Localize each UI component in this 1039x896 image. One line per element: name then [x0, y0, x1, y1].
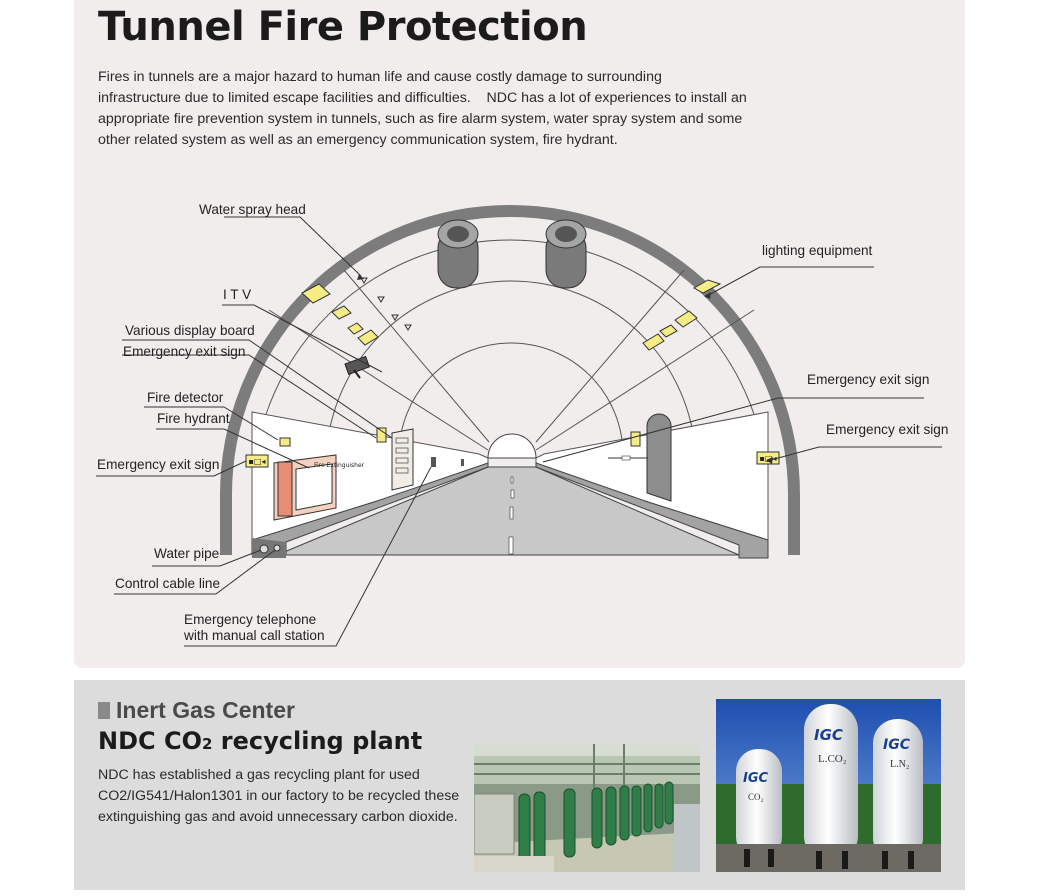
label-itv: I T V — [223, 287, 252, 302]
lighting-fixture — [347, 322, 364, 335]
title-prefix: NDC CO — [98, 727, 202, 755]
fire-detector — [279, 437, 291, 447]
label-water-spray-head: Water spray head — [199, 202, 306, 217]
section-title: NDC CO2 recycling plant — [98, 727, 422, 755]
label-telephone-line1: Emergency telephone — [184, 612, 317, 627]
tunnel-outer-arch — [220, 205, 800, 555]
page-title: Tunnel Fire Protection — [98, 4, 588, 50]
tank-label-3: L.N₂ — [890, 759, 910, 770]
intro-paragraph: Fires in tunnels are a major hazard to h… — [98, 69, 747, 148]
section-kicker: Inert Gas Center — [98, 697, 295, 724]
kicker-text: Inert Gas Center — [116, 697, 295, 723]
right-walkway — [535, 462, 769, 559]
spray-head — [391, 314, 399, 321]
label-exit-sign-left-lower: Emergency exit sign — [97, 457, 220, 472]
lighting-fixture — [659, 324, 678, 338]
tunnel-portal — [487, 433, 537, 459]
exit-sign-left: ▪□◂ — [245, 454, 269, 468]
lighting-fixture — [674, 310, 698, 328]
itv-camera — [344, 355, 371, 379]
title-suffix: recycling plant — [212, 727, 423, 755]
tunnel-diagram: ▪□◂ ▪□◂ Fire Extinguisher — [96, 205, 942, 647]
lighting-fixture — [642, 333, 665, 351]
jet-fan-right — [545, 219, 587, 289]
control-cable — [273, 544, 281, 552]
fire-hydrant-cabinet: Fire Extinguisher — [273, 454, 365, 521]
tunnel-inner-arc-1 — [251, 239, 769, 540]
svg-text:Fire Extinguisher: Fire Extinguisher — [314, 462, 365, 469]
label-telephone-line2: with manual call station — [184, 628, 325, 643]
tunnel-section-panel — [74, 0, 965, 668]
lighting-fixture — [301, 283, 331, 304]
igc-tanks-photo: IGC IGC IGC CO₂ L.CO₂ L.N₂ — [716, 699, 941, 872]
display-board — [391, 428, 414, 491]
label-water-pipe: Water pipe — [154, 546, 220, 561]
water-pipe — [259, 544, 269, 554]
emergency-exit-door — [646, 413, 672, 502]
tunnel-inner-arc-3 — [398, 342, 624, 456]
label-fire-detector: Fire detector — [147, 390, 224, 405]
tank-label-2: L.CO₂ — [818, 753, 847, 765]
label-fire-hydrant: Fire hydrant — [157, 411, 230, 426]
tank-label-1: CO₂ — [748, 792, 764, 802]
section-body: NDC has established a gas recycling plan… — [98, 767, 460, 825]
jet-fan-left — [437, 219, 479, 289]
tank-logo-3: IGC — [883, 737, 910, 753]
kicker-square-icon — [98, 702, 110, 719]
tunnel-inner-arc-2 — [325, 280, 697, 467]
title-subscript: 2 — [202, 735, 213, 753]
label-control-cable: Control cable line — [115, 576, 221, 591]
label-exit-sign-left-upper: Emergency exit sign — [123, 344, 246, 359]
spray-head — [360, 277, 368, 284]
exit-sign-right: ▪□◂ — [756, 451, 780, 465]
spray-head — [404, 324, 412, 331]
label-display-board: Various display board — [125, 323, 255, 338]
label-lighting-equipment: lighting equipment — [762, 243, 873, 258]
lighting-fixture — [357, 329, 379, 346]
svg-text:▪□◂: ▪□◂ — [249, 457, 266, 466]
tank-logo-1: IGC — [743, 771, 769, 786]
recycling-room-photo — [474, 744, 700, 872]
label-exit-sign-right-upper: Emergency exit sign — [807, 372, 930, 387]
label-exit-sign-right-lower: Emergency exit sign — [826, 422, 949, 437]
svg-text:▪□◂: ▪□◂ — [760, 454, 777, 463]
lighting-fixture — [331, 305, 352, 320]
spray-head — [377, 296, 385, 303]
lighting-fixture — [692, 279, 722, 294]
tank-logo-2: IGC — [814, 726, 843, 744]
